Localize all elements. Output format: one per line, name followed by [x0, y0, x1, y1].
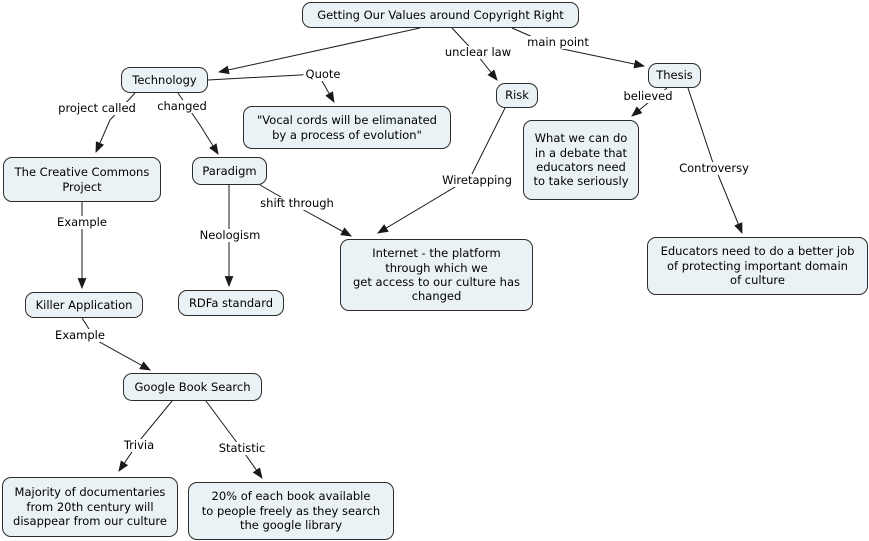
edge-label-neologism[interactable]: Neologism [197, 228, 263, 242]
edge-line-example-killer [81, 317, 151, 371]
edge-label-unclear-law[interactable]: unclear law [442, 45, 514, 59]
edge-label-controversy[interactable]: Controversy [677, 161, 751, 175]
edge-label-wiretapping[interactable]: Wiretapping [440, 173, 514, 187]
node-internet-platform[interactable]: Internet - the platform through which we… [340, 239, 533, 311]
node-documentaries-disappear[interactable]: Majority of documentaries from 20th cent… [2, 477, 178, 537]
edge-line-trivia [118, 400, 173, 472]
edge-line-shift-through [259, 184, 352, 237]
edge-label-statistic[interactable]: Statistic [216, 441, 268, 455]
edge-label-trivia[interactable]: Trivia [121, 438, 157, 452]
edge-line-statistic [205, 400, 263, 479]
node-killer-application[interactable]: Killer Application [25, 292, 143, 318]
node-creative-commons-project[interactable]: The Creative Commons Project [3, 157, 161, 202]
edge-label-changed[interactable]: changed [155, 99, 209, 113]
node-title[interactable]: Getting Our Values around Copyright Righ… [302, 2, 579, 28]
edge-label-example-killer-app[interactable]: Example [53, 328, 107, 342]
node-what-we-can-do[interactable]: What we can do in a debate that educator… [523, 120, 639, 200]
node-educators-better-job[interactable]: Educators need to do a better job of pro… [647, 237, 868, 295]
edge-label-example-creative-commons[interactable]: Example [55, 215, 109, 229]
node-technology[interactable]: Technology [121, 67, 208, 93]
edge-label-believed[interactable]: believed [621, 89, 675, 103]
edge-label-main-point[interactable]: main point [525, 35, 591, 49]
node-google-book-search[interactable]: Google Book Search [123, 373, 262, 401]
node-rdfa-standard[interactable]: RDFa standard [178, 290, 284, 316]
edge-label-shift-through[interactable]: shift through [258, 196, 336, 210]
edge-label-quote[interactable]: Quote [303, 67, 343, 81]
node-risk[interactable]: Risk [496, 83, 538, 108]
edge-line-title-technology [217, 27, 421, 75]
node-quote[interactable]: "Vocal cords will be elimanated by a pro… [243, 106, 451, 149]
edge-label-project-called[interactable]: project called [56, 101, 138, 115]
edge-line-controversy [687, 87, 743, 235]
node-book-percentage-stat[interactable]: 20% of each book available to people fre… [188, 482, 394, 540]
node-paradigm[interactable]: Paradigm [192, 157, 267, 185]
node-thesis[interactable]: Thesis [648, 63, 701, 88]
